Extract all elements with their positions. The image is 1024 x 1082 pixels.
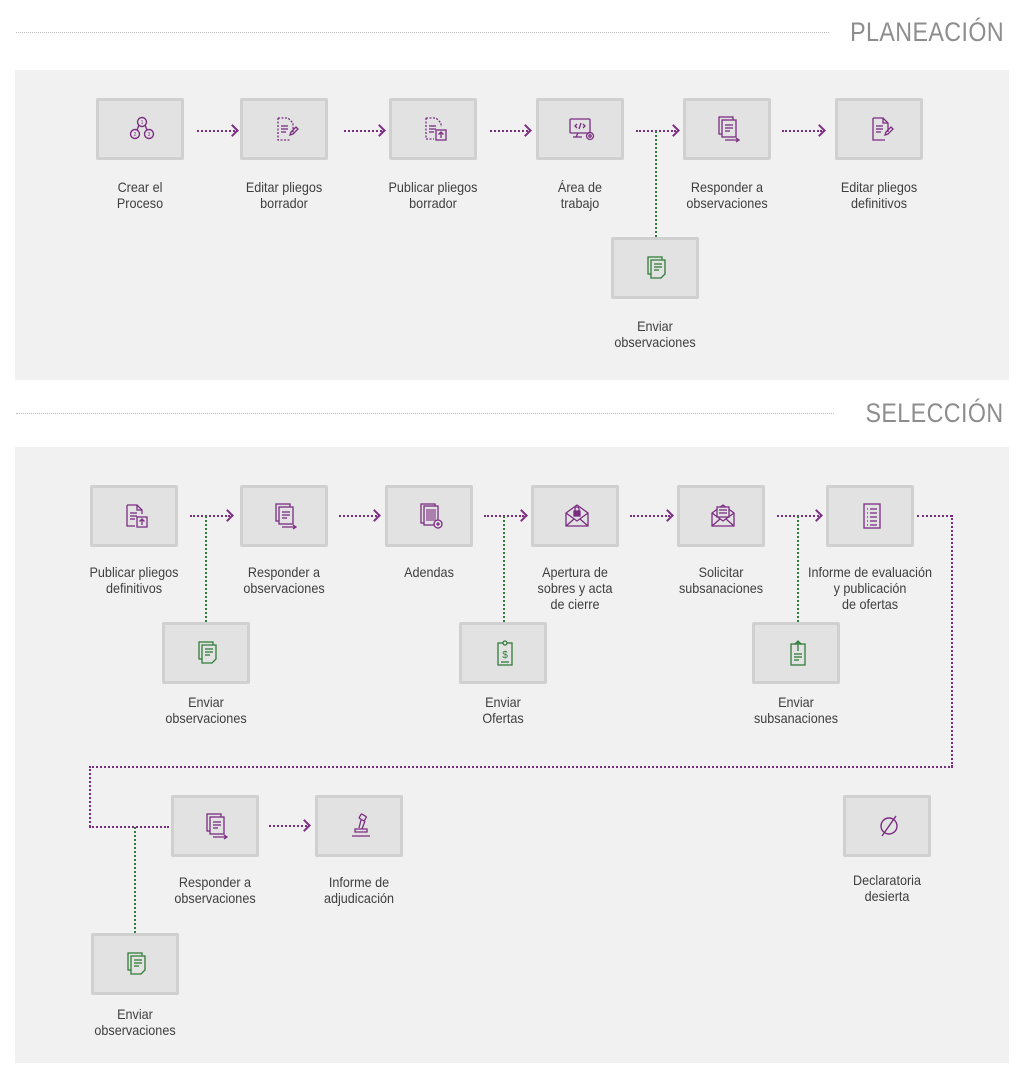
svg-text:1: 1 bbox=[141, 120, 144, 126]
document-dollar-icon: $ bbox=[497, 640, 513, 666]
section-title-planeacion: PLANEACIÓN bbox=[850, 17, 1004, 47]
node-publicar-pliegos-definitivos[interactable] bbox=[90, 485, 178, 547]
node-enviar-observaciones[interactable] bbox=[91, 933, 179, 995]
section-rule bbox=[16, 413, 834, 414]
documents-reply-icon bbox=[275, 503, 298, 530]
flow-arrow bbox=[777, 509, 823, 522]
panel-seleccion bbox=[15, 447, 1009, 1063]
flow-connector bbox=[917, 515, 952, 517]
branch-connector bbox=[205, 516, 207, 622]
flow-arrow bbox=[197, 124, 239, 137]
node-crear-proceso[interactable]: 1 2 3 bbox=[96, 98, 184, 160]
branch-connector bbox=[503, 516, 505, 622]
node-editar-pliegos-definitivos[interactable] bbox=[835, 98, 923, 160]
node-declaratoria-desierta[interactable] bbox=[843, 795, 931, 857]
section-header-seleccion: SELECCIÓN bbox=[16, 393, 1004, 433]
svg-text:$: $ bbox=[502, 650, 508, 661]
node-informe-evaluacion[interactable] bbox=[826, 485, 914, 547]
label-adendas: Adendas bbox=[404, 564, 454, 580]
node-informe-adjudicacion[interactable] bbox=[315, 795, 403, 857]
node-responder-observaciones[interactable] bbox=[240, 485, 328, 547]
flow-connector bbox=[89, 826, 169, 828]
document-upload-icon bbox=[126, 504, 148, 528]
section-title-seleccion: SELECCIÓN bbox=[865, 398, 1004, 428]
flow-arrow bbox=[269, 819, 311, 832]
node-adendas[interactable] bbox=[385, 485, 473, 547]
node-apertura-sobres[interactable] bbox=[531, 485, 619, 547]
node-enviar-ofertas[interactable]: $ bbox=[459, 622, 547, 684]
document-upload-icon bbox=[790, 640, 806, 666]
branch-connector bbox=[655, 131, 657, 237]
node-editar-pliegos-borrador[interactable] bbox=[240, 98, 328, 160]
flow-connector bbox=[89, 766, 91, 827]
documents-list-icon bbox=[127, 952, 146, 975]
document-edit-icon bbox=[277, 117, 299, 141]
envelope-letter-icon bbox=[711, 504, 735, 527]
process-circles-icon: 1 2 3 bbox=[129, 116, 155, 140]
flow-arrow bbox=[190, 509, 234, 522]
flow-connector bbox=[951, 515, 953, 767]
documents-list-icon bbox=[647, 256, 666, 279]
svg-text:2: 2 bbox=[134, 132, 137, 138]
flow-arrow bbox=[484, 509, 528, 522]
node-publicar-pliegos-borrador[interactable] bbox=[389, 98, 477, 160]
flow-connector bbox=[89, 766, 953, 768]
document-add-icon bbox=[420, 503, 443, 529]
flow-arrow bbox=[636, 124, 680, 137]
section-header-planeacion: PLANEACIÓN bbox=[16, 12, 1004, 52]
checklist-icon bbox=[863, 503, 881, 529]
node-enviar-observaciones[interactable] bbox=[162, 622, 250, 684]
svg-text:3: 3 bbox=[148, 132, 151, 138]
stamp-icon bbox=[352, 813, 370, 837]
documents-reply-icon bbox=[718, 116, 741, 143]
document-edit-icon bbox=[872, 117, 894, 141]
document-upload-icon bbox=[425, 117, 447, 141]
node-area-trabajo[interactable] bbox=[536, 98, 624, 160]
branch-connector bbox=[134, 827, 136, 933]
monitor-code-gear-icon bbox=[569, 118, 595, 141]
documents-reply-icon bbox=[206, 813, 229, 840]
envelope-lock-icon bbox=[565, 504, 589, 527]
flow-arrow bbox=[490, 124, 532, 137]
branch-connector bbox=[797, 516, 799, 622]
node-responder-observaciones[interactable] bbox=[171, 795, 259, 857]
node-enviar-subsanaciones[interactable] bbox=[752, 622, 840, 684]
empty-set-icon bbox=[880, 815, 898, 837]
documents-list-icon bbox=[198, 641, 217, 664]
node-solicitar-subsanaciones[interactable] bbox=[677, 485, 765, 547]
node-enviar-observaciones[interactable] bbox=[611, 237, 699, 299]
section-rule bbox=[16, 32, 829, 33]
flow-arrow bbox=[630, 509, 674, 522]
flow-arrow bbox=[339, 509, 381, 522]
node-responder-observaciones[interactable] bbox=[683, 98, 771, 160]
flow-arrow bbox=[344, 124, 386, 137]
flow-arrow bbox=[782, 124, 826, 137]
